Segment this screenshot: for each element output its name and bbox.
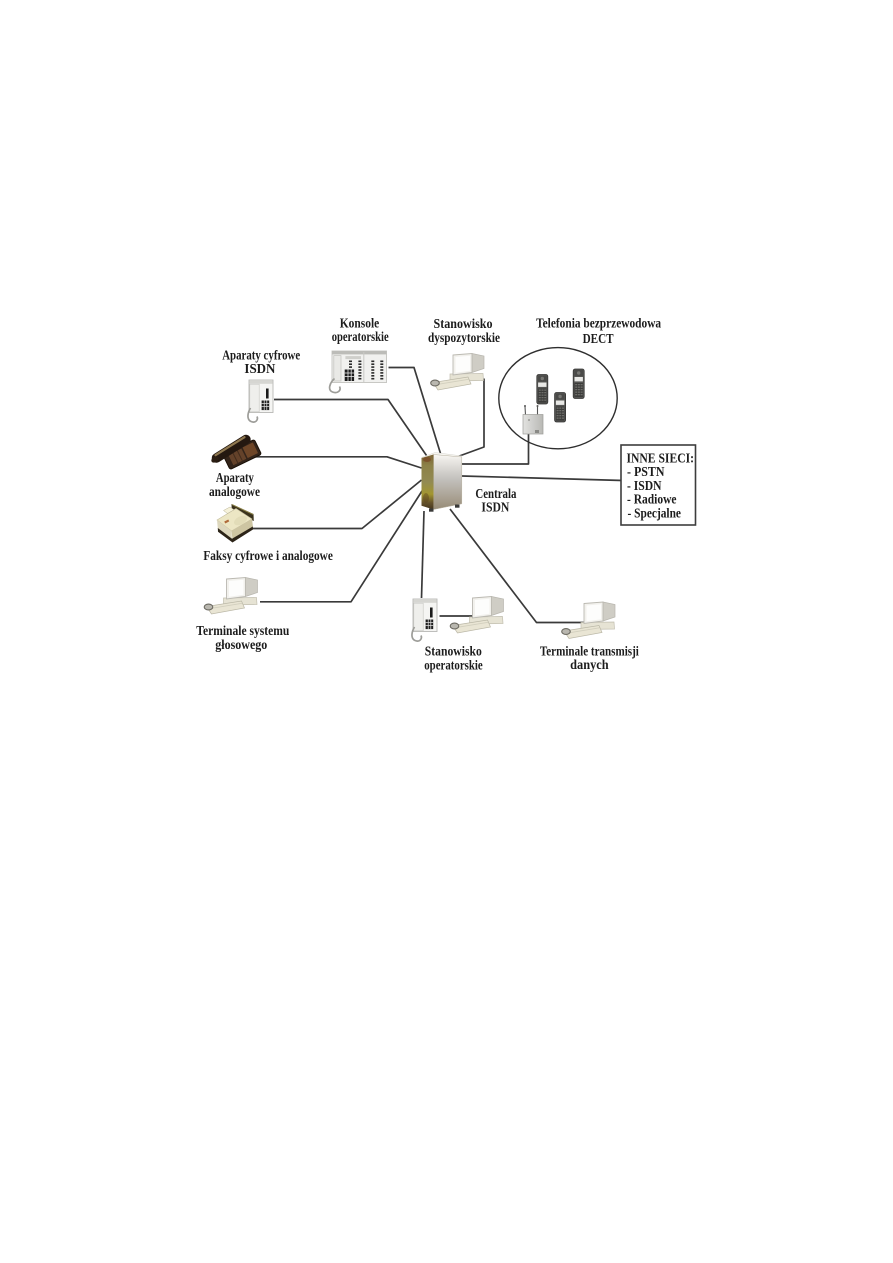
svg-text:Stanowisko: Stanowisko	[425, 644, 482, 659]
svg-text:Terminale transmisji: Terminale transmisji	[540, 644, 639, 659]
svg-text:operatorskie: operatorskie	[424, 658, 483, 673]
svg-text:analogowe: analogowe	[209, 485, 260, 500]
svg-text:Telefonia bezprzewodowa: Telefonia bezprzewodowa	[536, 317, 661, 332]
svg-text:DECT: DECT	[583, 332, 615, 347]
svg-text:- Radiowe: - Radiowe	[627, 493, 677, 508]
svg-text:Aparaty cyfrowe: Aparaty cyfrowe	[222, 349, 300, 364]
svg-text:Centrala: Centrala	[475, 487, 516, 502]
svg-text:- Specjalne: - Specjalne	[628, 506, 682, 521]
svg-text:- PSTN: - PSTN	[627, 465, 665, 480]
svg-text:Aparaty: Aparaty	[216, 471, 254, 486]
svg-text:operatorskie: operatorskie	[332, 330, 389, 345]
svg-text:danych: danych	[570, 658, 609, 673]
svg-text:Konsole: Konsole	[340, 317, 380, 332]
svg-text:głosowego: głosowego	[215, 638, 267, 653]
svg-text:INNE SIECI:: INNE SIECI:	[627, 452, 695, 467]
svg-text:ISDN: ISDN	[244, 362, 275, 377]
svg-text:Faksy cyfrowe i analogowe: Faksy cyfrowe i analogowe	[203, 549, 333, 564]
svg-text:ISDN: ISDN	[481, 501, 509, 516]
svg-text:- ISDN: - ISDN	[627, 479, 662, 494]
svg-text:dyspozytorskie: dyspozytorskie	[428, 331, 500, 346]
svg-text:Terminale systemu: Terminale systemu	[196, 624, 289, 639]
svg-text:Stanowisko: Stanowisko	[434, 317, 493, 332]
